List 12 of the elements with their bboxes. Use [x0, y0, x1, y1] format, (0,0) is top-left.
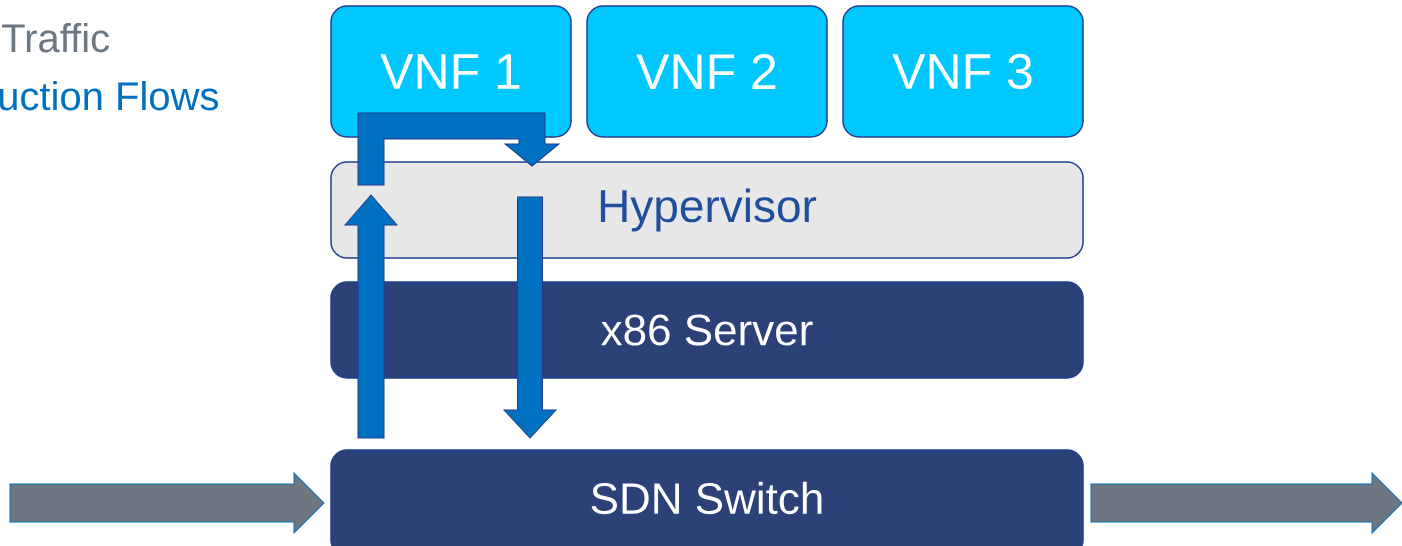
heading-text: Traffic — [2, 23, 110, 53]
block-arrow — [9, 472, 325, 534]
switch-box: SDN Switch — [330, 449, 1084, 546]
hypervisor-box: Hypervisor — [330, 161, 1084, 259]
block-arrow — [503, 196, 557, 439]
server-box: x86 Server — [330, 281, 1084, 379]
heading-text: uction Flows — [0, 81, 218, 111]
block-arrow — [344, 194, 398, 439]
vnf-box: VNF 2 — [586, 5, 828, 138]
block-arrow — [1090, 472, 1402, 534]
loop-arrow — [357, 112, 560, 186]
vnf-box: VNF 3 — [842, 5, 1084, 138]
